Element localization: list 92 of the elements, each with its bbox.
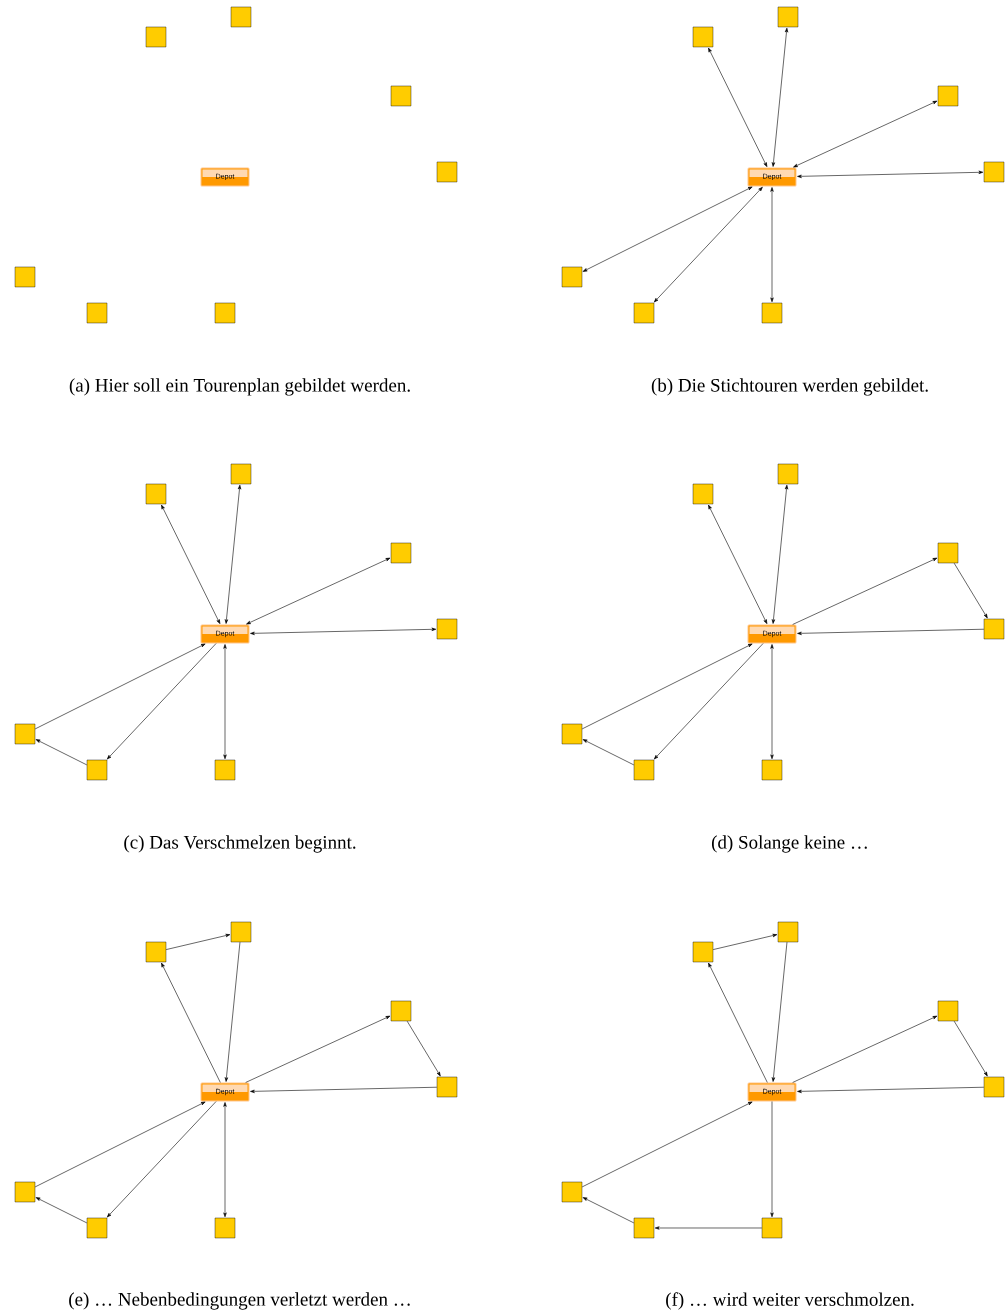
customer-square bbox=[390, 1000, 412, 1022]
customer-square bbox=[390, 542, 412, 564]
arrow bbox=[797, 1086, 985, 1093]
customer-square bbox=[436, 161, 458, 183]
customer-square bbox=[561, 266, 583, 288]
customer-square bbox=[214, 1217, 236, 1239]
customer-square bbox=[436, 1076, 458, 1098]
arrow bbox=[406, 1020, 441, 1077]
customer-square bbox=[761, 1217, 783, 1239]
customer-square bbox=[692, 26, 714, 48]
customer-square bbox=[561, 723, 583, 745]
arrow bbox=[797, 628, 985, 635]
arrow bbox=[245, 1015, 391, 1083]
arrow bbox=[653, 643, 764, 760]
customer-square bbox=[937, 85, 959, 107]
arrow bbox=[770, 1101, 774, 1218]
customer-square bbox=[983, 1076, 1005, 1098]
customer-square bbox=[390, 85, 412, 107]
caption: (e) … Nebenbedingungen verletzt werden … bbox=[69, 1292, 410, 1310]
arrow bbox=[770, 187, 774, 303]
arrow bbox=[708, 962, 768, 1083]
arrow bbox=[165, 933, 231, 950]
arrow bbox=[771, 941, 788, 1082]
arrow bbox=[250, 627, 437, 635]
arrow bbox=[712, 933, 778, 950]
arrow bbox=[224, 484, 242, 624]
arrow bbox=[250, 1086, 438, 1093]
customer-square bbox=[692, 483, 714, 505]
customer-square bbox=[230, 6, 252, 28]
customer-square bbox=[214, 759, 236, 781]
arrow bbox=[653, 186, 763, 303]
arrow bbox=[771, 27, 789, 167]
arrow bbox=[581, 1101, 753, 1188]
arrow bbox=[34, 643, 206, 730]
arrow bbox=[223, 644, 227, 760]
arrow bbox=[792, 557, 938, 625]
customer-square bbox=[145, 26, 167, 48]
customer-square bbox=[692, 941, 714, 963]
arrow bbox=[161, 504, 221, 624]
customer-square bbox=[230, 921, 252, 943]
caption: (b) Die Stichtouren werden gebildet. bbox=[651, 378, 928, 396]
arrow bbox=[708, 504, 768, 624]
arrow bbox=[953, 1020, 988, 1077]
customer-square bbox=[777, 6, 799, 28]
customer-square bbox=[145, 941, 167, 963]
arrow bbox=[654, 1226, 763, 1230]
caption: (a) Hier soll ein Tourenplan gebildet werden. bbox=[69, 378, 410, 396]
customer-square bbox=[633, 1217, 655, 1239]
arrow bbox=[953, 562, 988, 619]
arrow bbox=[106, 643, 217, 760]
arrow bbox=[582, 739, 635, 766]
arrow bbox=[106, 1101, 217, 1218]
arrow bbox=[770, 644, 774, 760]
caption: (f) … wird weiter verschmolzen. bbox=[666, 1292, 914, 1310]
arrow bbox=[35, 739, 88, 766]
customer-square bbox=[14, 1181, 36, 1203]
customer-square bbox=[633, 759, 655, 781]
customer-square bbox=[436, 618, 458, 640]
arrow bbox=[581, 643, 753, 730]
customer-square bbox=[86, 759, 108, 781]
customer-square bbox=[14, 723, 36, 745]
arrow bbox=[792, 1015, 938, 1083]
arrow bbox=[797, 170, 984, 178]
arrow bbox=[771, 484, 789, 624]
customer-square bbox=[937, 1000, 959, 1022]
arrow bbox=[793, 100, 938, 168]
customer-square bbox=[214, 302, 236, 324]
caption: (c) Das Verschmelzen beginnt. bbox=[124, 835, 356, 853]
customer-square bbox=[230, 463, 252, 485]
customer-square bbox=[86, 302, 108, 324]
customer-square bbox=[86, 1217, 108, 1239]
customer-square bbox=[777, 921, 799, 943]
customer-square bbox=[761, 302, 783, 324]
customer-square bbox=[761, 759, 783, 781]
arrow bbox=[582, 1197, 635, 1224]
customer-square bbox=[983, 618, 1005, 640]
customer-square bbox=[633, 302, 655, 324]
customer-square bbox=[14, 266, 36, 288]
caption: (d) Solange keine … bbox=[711, 835, 867, 853]
customer-square bbox=[145, 483, 167, 505]
arrow bbox=[35, 1197, 88, 1224]
customer-square bbox=[561, 1181, 583, 1203]
customer-square bbox=[937, 542, 959, 564]
arrow bbox=[246, 557, 391, 625]
arrow bbox=[582, 186, 753, 272]
arrow bbox=[223, 1102, 227, 1218]
arrow bbox=[34, 1101, 206, 1188]
customer-square bbox=[983, 161, 1005, 183]
customer-square bbox=[777, 463, 799, 485]
arrow bbox=[708, 47, 768, 167]
arrow bbox=[161, 962, 221, 1083]
arrow bbox=[224, 941, 241, 1082]
